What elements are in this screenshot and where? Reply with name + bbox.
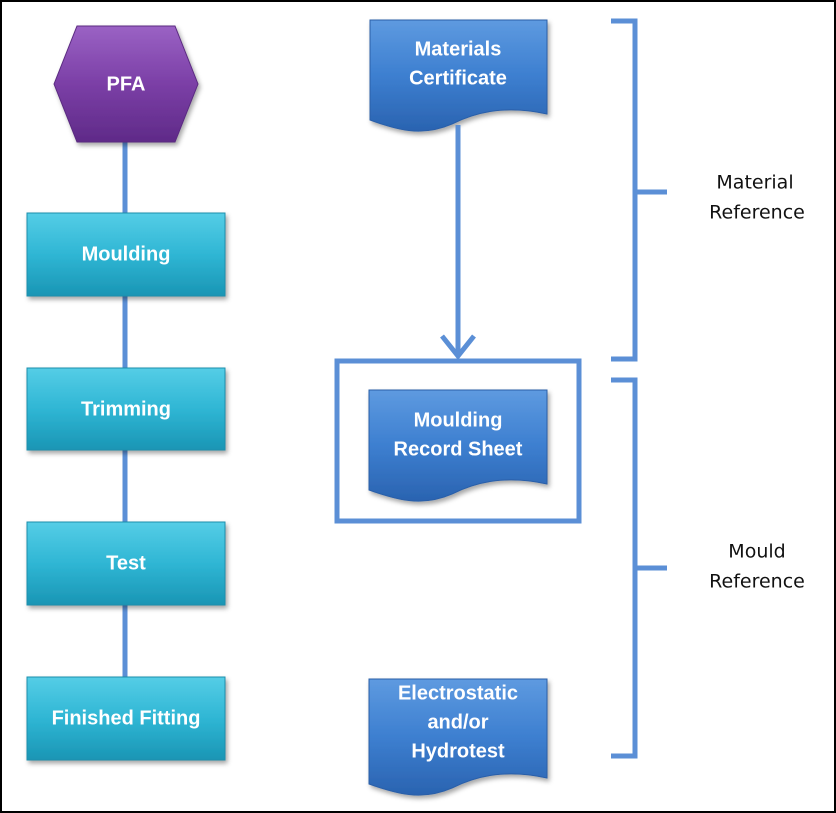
material-reference-line-1: Material bbox=[716, 172, 793, 194]
material-reference-line-2: Reference bbox=[709, 202, 805, 224]
step-label-finished-fitting: Finished Fitting bbox=[52, 707, 201, 729]
step-label-trimming: Trimming bbox=[81, 398, 171, 420]
mould-reference-bracket bbox=[611, 377, 638, 759]
step-test: Test bbox=[26, 521, 226, 606]
mould-reference-line-1: Mould bbox=[728, 541, 785, 563]
doc-record-line-2: Record Sheet bbox=[394, 438, 523, 460]
step-label-moulding: Moulding bbox=[82, 243, 171, 265]
doc-record-line-1: Moulding bbox=[414, 409, 503, 431]
step-trimming: Trimming bbox=[26, 367, 226, 451]
mould-reference-line-2: Reference bbox=[709, 571, 805, 593]
material-reference-bracket bbox=[611, 18, 638, 362]
doc-materials-line-2: Certificate bbox=[409, 67, 507, 89]
doc-test-line-3: Hydrotest bbox=[411, 740, 505, 762]
document-electrostatic-test: Electrostatic and/or Hydrotest bbox=[368, 678, 548, 796]
arrow-head bbox=[440, 334, 476, 361]
record-sheet-highlight-box bbox=[334, 358, 582, 524]
document-moulding-record-sheet: Moulding Record Sheet bbox=[368, 389, 548, 502]
doc-materials-line-1: Materials bbox=[415, 38, 502, 60]
document-materials-certificate: Materials Certificate bbox=[369, 19, 548, 132]
doc-test-line-1: Electrostatic bbox=[398, 682, 518, 704]
step-finished-fitting: Finished Fitting bbox=[26, 676, 226, 761]
step-moulding: Moulding bbox=[26, 212, 226, 297]
pfa-label: PFA bbox=[107, 73, 146, 95]
doc-test-line-2: and/or bbox=[427, 711, 488, 733]
step-label-test: Test bbox=[106, 552, 146, 574]
pfa-material-node: PFA bbox=[53, 25, 199, 143]
